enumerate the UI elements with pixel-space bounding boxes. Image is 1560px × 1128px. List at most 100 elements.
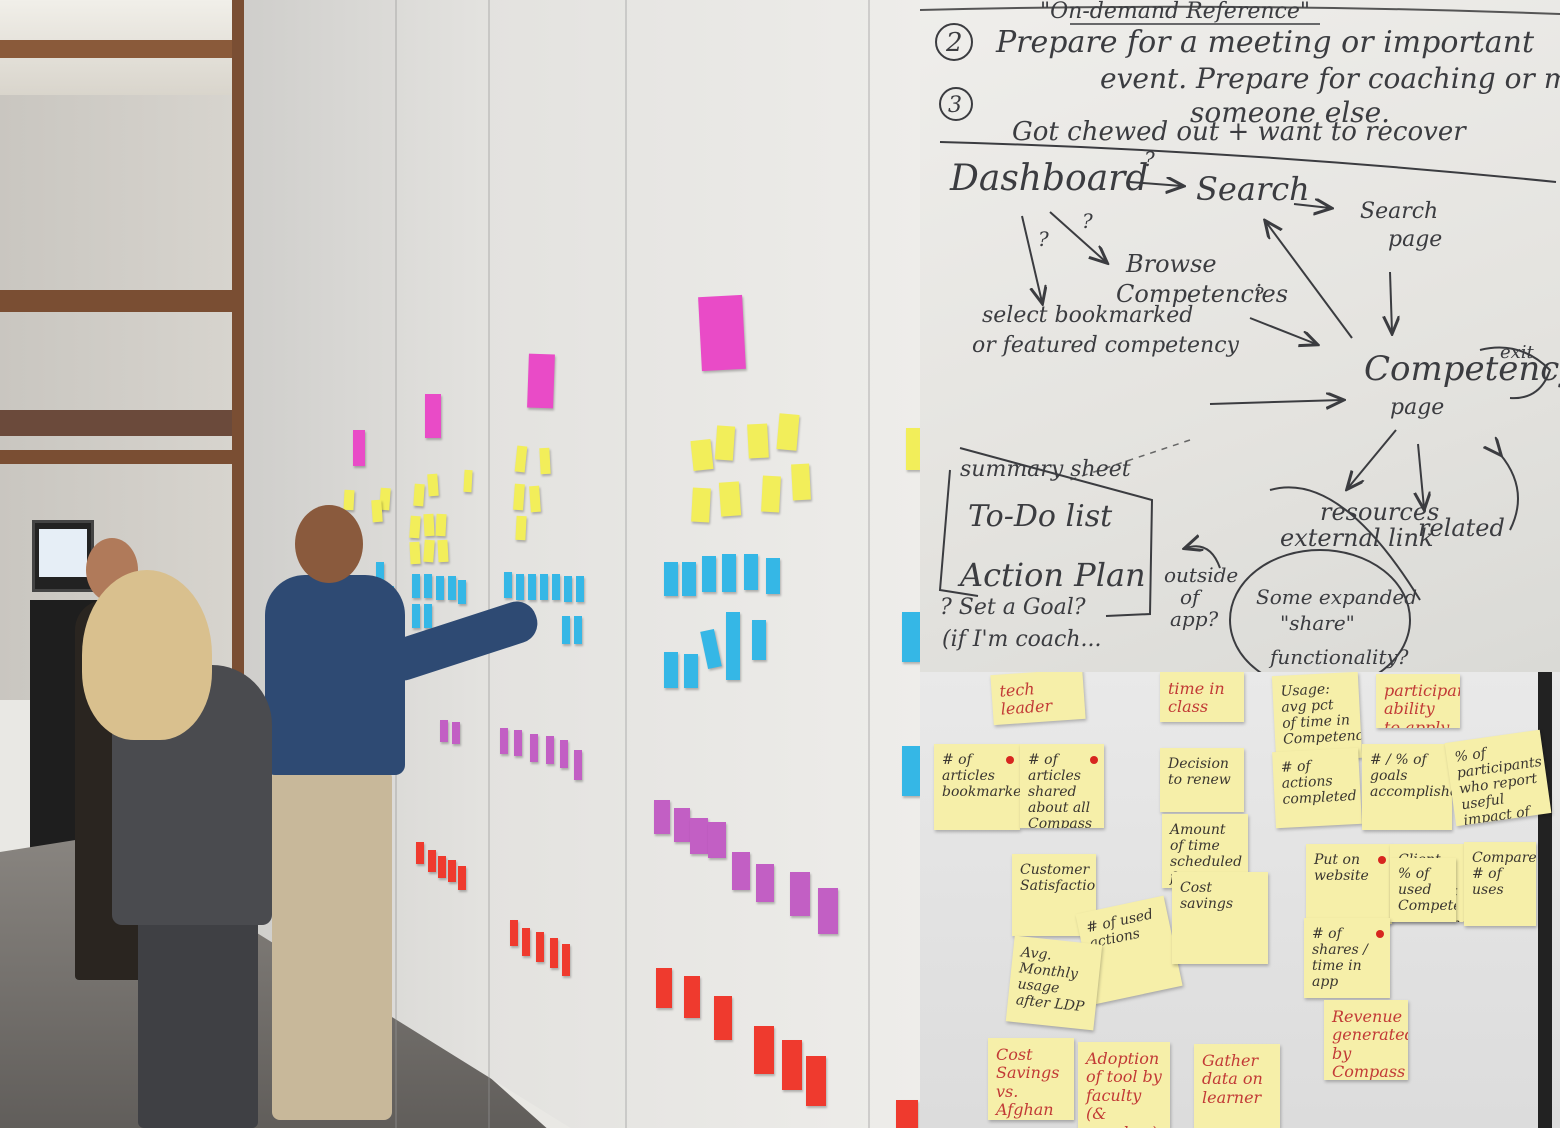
sticky-note-text: time in class: [1168, 679, 1225, 717]
wall-sticky-note: [782, 1040, 802, 1090]
wall-sticky-note: [754, 1026, 774, 1074]
wall-sticky-note: [412, 574, 420, 598]
wall-sticky-note: [539, 447, 551, 475]
wall-sticky-note: [371, 499, 383, 523]
wall-sticky-note: [776, 413, 800, 451]
sticky-note: # of actions completed: [1272, 747, 1362, 829]
item-2-number: 2: [945, 28, 963, 58]
wall-panel-seam: [868, 0, 870, 1128]
node-search-page-1: Search: [1360, 199, 1438, 224]
item-3-line: Got chewed out + want to recover: [1012, 117, 1467, 147]
sticky-note: Decision to renew: [1160, 748, 1244, 812]
wall-sticky-note: [902, 612, 920, 662]
sticky-note-text: Usage: avg pct of time in Competencies: [1280, 681, 1363, 749]
sticky-note-text: Revenue generated by Compass: [1332, 1007, 1408, 1080]
sticky-note-text: # / % of goals accomplished: [1370, 752, 1452, 801]
wall-photo: [0, 0, 920, 1128]
wall-sticky-note: [744, 554, 758, 590]
node-competency-2: page: [1390, 395, 1444, 420]
wall-sticky-note: [698, 294, 746, 372]
wall-sticky-note: [562, 616, 570, 644]
wall-sticky-note: [732, 852, 750, 890]
sticky-note-text: Adoption of tool by faculty (& coaches): [1086, 1049, 1162, 1128]
wall-sticky-note: [684, 976, 700, 1018]
wall-sticky-note: [718, 481, 742, 517]
wall-sticky-note: [514, 730, 522, 756]
wall-sticky-note: [702, 556, 716, 592]
wall-sticky-note: [574, 616, 582, 644]
wall-sticky-note: [536, 932, 544, 962]
question-mark: ?: [1082, 209, 1093, 233]
wall-sticky-note: [562, 944, 570, 976]
sticky-note: Compare # of uses: [1464, 842, 1536, 926]
circled-number: [935, 23, 973, 61]
wall-sticky-note: [564, 576, 572, 602]
node-resources-1: resources: [1320, 498, 1439, 526]
wall-sticky-note: [437, 539, 449, 563]
wall-sticky-note: [790, 872, 810, 916]
wall-sticky-note: [664, 652, 678, 688]
person-man-legs: [272, 770, 392, 1120]
wall-sticky-note: [530, 734, 538, 762]
wall-sticky-note: [448, 860, 456, 882]
sticky-note-text: % of participants who report useful impa…: [1453, 745, 1543, 827]
wall-sticky-note: [818, 888, 838, 934]
wall-sticky-note: [674, 808, 690, 842]
wall-sticky-note: [682, 562, 696, 596]
wall-panel-seam: [395, 0, 397, 1128]
node-exit: exit: [1500, 342, 1535, 363]
sticky-note: Put on website: [1306, 844, 1392, 924]
sticky-note-text: % of used Competencies: [1398, 866, 1456, 915]
node-todo: To-Do list: [968, 499, 1113, 534]
node-browse-2: Competencies: [1116, 280, 1288, 308]
wall-sticky-note: [448, 576, 456, 600]
sticky-note-text: Customer Satisfaction: [1020, 862, 1096, 895]
red-dot-marker: [1376, 930, 1384, 938]
wall-sticky-note: [458, 580, 466, 604]
wall-sticky-note: [500, 728, 508, 754]
wall-sticky-note: [436, 576, 444, 600]
sticky-note-text: tech leader: [998, 679, 1053, 719]
wall-sticky-note: [435, 513, 447, 537]
node-competency-1: Competency: [1364, 349, 1560, 389]
question-mark: ?: [1254, 284, 1264, 305]
node-share-3: functionality?: [1268, 645, 1409, 669]
wall-sticky-note: [428, 850, 436, 872]
sticky-note: Avg. Monthly usage after LDP: [1005, 935, 1103, 1031]
node-summary: summary sheet: [960, 457, 1131, 482]
sticky-note: Adoption of tool by faculty (& coaches): [1078, 1042, 1170, 1128]
node-dashboard: Dashboard: [949, 158, 1148, 199]
wall-sticky-note: [752, 620, 766, 660]
wall-sticky-note: [684, 654, 698, 688]
wall-sticky-note: [714, 996, 732, 1040]
wall-sticky-note: [423, 513, 435, 537]
circled-number: [939, 87, 973, 121]
sticky-note: Revenue generated by Compass: [1324, 1000, 1408, 1080]
sticky-note: participants ability to apply learning: [1376, 674, 1460, 728]
node-browse-1: Browse: [1125, 250, 1217, 278]
item-2-line-3: someone else.: [1190, 96, 1390, 129]
node-select-2: or featured competency: [972, 333, 1240, 358]
wall-sticky-note: [550, 938, 558, 968]
wall-stripe: [0, 450, 245, 464]
sticky-note: time in class: [1160, 672, 1244, 722]
heading-text: "On-demand Reference": [1040, 0, 1310, 24]
sticky-note: # / % of goals accomplished: [1362, 744, 1452, 830]
wall-sticky-note: [756, 864, 774, 902]
person-man-head: [295, 505, 363, 583]
wall-sticky-note: [664, 562, 678, 596]
sticky-note: # of articles shared about all Compass: [1020, 744, 1104, 828]
wall-sticky-note: [409, 515, 421, 539]
sticky-note-text: Cost Savings vs. Afghan FTE: [996, 1045, 1060, 1120]
wall-sticky-note: [510, 920, 518, 946]
item-2-line-1: Prepare for a meeting or important: [995, 25, 1535, 60]
sticky-note: Gather data on learner: [1194, 1044, 1280, 1128]
sticky-note-text: Cost savings: [1180, 880, 1234, 913]
wall-sticky-note: [906, 428, 920, 470]
sticky-note: tech leader: [990, 672, 1086, 726]
wall-sticky-note: [552, 574, 560, 600]
wall-sticky-note: [528, 574, 536, 600]
wall-sticky-note: [409, 541, 421, 565]
node-search: Search: [1196, 170, 1310, 208]
